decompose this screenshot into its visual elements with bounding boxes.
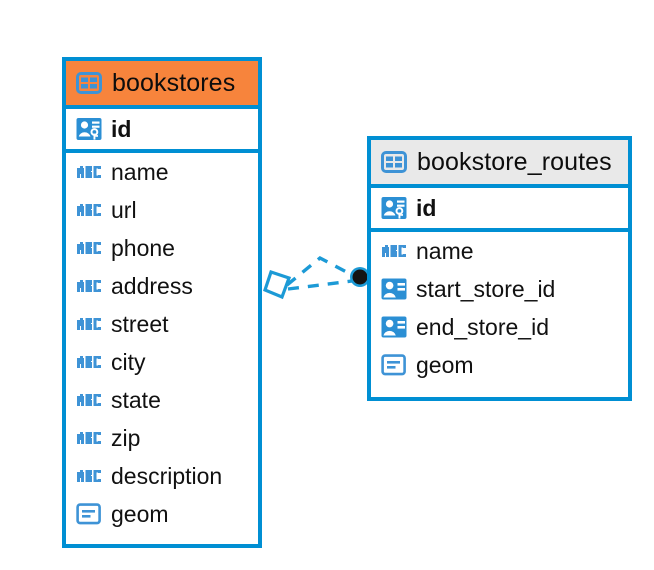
entity-bookstores[interactable]: bookstores id: [62, 57, 262, 548]
text-abc-icon: [76, 387, 102, 413]
text-abc-icon: [381, 238, 407, 264]
field-row-url[interactable]: url: [66, 191, 258, 229]
field-row-address[interactable]: address: [66, 267, 258, 305]
table-icon: [76, 70, 102, 96]
field-label: id: [111, 115, 132, 142]
field-row-name[interactable]: name: [66, 153, 258, 191]
field-label: geom: [111, 500, 169, 527]
geometry-icon: [381, 352, 407, 378]
field-row-geom[interactable]: geom: [371, 346, 628, 384]
relationship-line-lower: [287, 279, 353, 291]
foreign-key-icon: [381, 276, 407, 302]
field-row-name[interactable]: name: [371, 232, 628, 270]
text-abc-icon: [76, 273, 102, 299]
entity-bookstore-routes[interactable]: bookstore_routes id: [367, 136, 632, 401]
field-label: id: [416, 194, 437, 221]
field-label: zip: [111, 424, 141, 451]
entity-title: bookstores: [112, 68, 236, 97]
field-row-id[interactable]: id: [371, 188, 628, 232]
field-label: address: [111, 272, 193, 299]
field-label: street: [111, 310, 169, 337]
field-row-phone[interactable]: phone: [66, 229, 258, 267]
text-abc-icon: [76, 349, 102, 375]
text-abc-icon: [76, 425, 102, 451]
field-row-geom[interactable]: geom: [66, 495, 258, 533]
foreign-key-icon: [381, 314, 407, 340]
text-abc-icon: [76, 235, 102, 261]
field-row-zip[interactable]: zip: [66, 419, 258, 457]
entity-title: bookstore_routes: [417, 147, 612, 176]
field-row-end-store-id[interactable]: end_store_id: [371, 308, 628, 346]
field-row-start-store-id[interactable]: start_store_id: [371, 270, 628, 308]
text-abc-icon: [76, 159, 102, 185]
field-row-description[interactable]: description: [66, 457, 258, 495]
primary-key-icon: [76, 116, 102, 142]
field-label: state: [111, 386, 161, 413]
geometry-icon: [76, 501, 102, 527]
field-label: name: [416, 237, 474, 264]
text-abc-icon: [76, 463, 102, 489]
field-row-id[interactable]: id: [66, 109, 258, 153]
entity-header-bookstore-routes[interactable]: bookstore_routes: [371, 140, 628, 188]
diamond-endpoint[interactable]: [263, 269, 292, 300]
text-abc-icon: [76, 197, 102, 223]
field-row-city[interactable]: city: [66, 343, 258, 381]
field-label: city: [111, 348, 146, 375]
field-label: end_store_id: [416, 313, 549, 340]
field-label: geom: [416, 351, 474, 378]
field-label: url: [111, 196, 137, 223]
table-icon: [381, 149, 407, 175]
field-row-state[interactable]: state: [66, 381, 258, 419]
field-label: start_store_id: [416, 275, 556, 302]
primary-key-icon: [381, 195, 407, 221]
field-row-street[interactable]: street: [66, 305, 258, 343]
field-label: description: [111, 462, 223, 489]
text-abc-icon: [76, 311, 102, 337]
field-label: phone: [111, 234, 175, 261]
relationship-line-upper: [285, 255, 355, 287]
field-label: name: [111, 158, 169, 185]
entity-header-bookstores[interactable]: bookstores: [66, 61, 258, 109]
